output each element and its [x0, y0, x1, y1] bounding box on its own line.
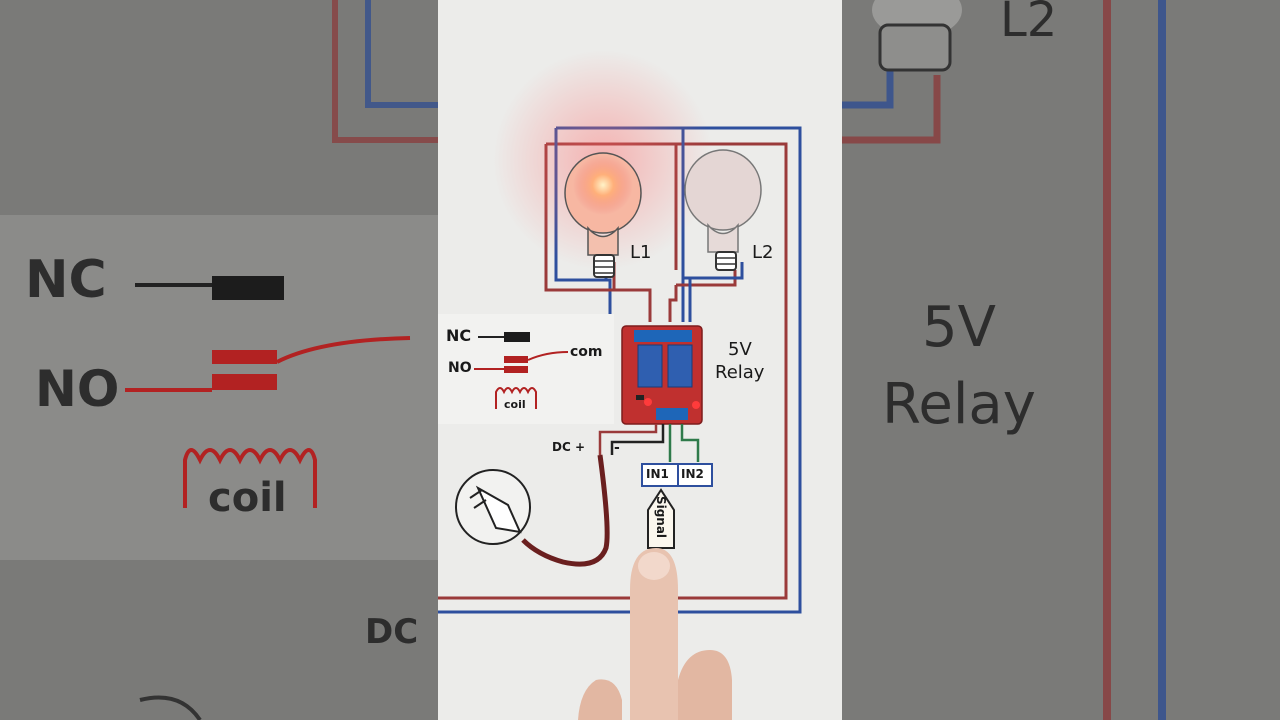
power-cable: [521, 454, 610, 567]
inset-nc-label: NC: [446, 326, 472, 345]
blurred-wires: [125, 0, 438, 720]
signal-label: Signal: [654, 495, 668, 539]
blurred-nc-label: NC: [25, 250, 107, 310]
circuit-drawing: [438, 50, 802, 720]
signal-tag: [647, 488, 675, 549]
dc-minus-label: -: [614, 440, 620, 456]
inset-no-label: NO: [448, 360, 472, 376]
in2-label: IN2: [681, 467, 704, 481]
blurred-dc-label: DC: [365, 612, 419, 652]
blurred-right-wires: [842, 0, 1166, 720]
in1-label: IN1: [646, 467, 669, 481]
power-plug: [455, 469, 531, 545]
inset-com-label: com: [570, 344, 603, 360]
relay-module: [621, 325, 703, 425]
lamp2-label: L2: [752, 242, 774, 263]
relay-label-relay: Relay: [715, 362, 765, 383]
blurred-5v-label: 5V: [922, 295, 996, 360]
dc-plus-label: DC +: [552, 440, 585, 454]
lamp1: [564, 152, 642, 278]
lamp1-label: L1: [630, 242, 652, 263]
lamp2: [684, 149, 762, 271]
background-left-blurred: NC NO coil DC: [0, 0, 438, 720]
blurred-coil-label: coil: [208, 475, 287, 521]
inset-relay-diagram: NC NO com coil: [438, 314, 614, 424]
inset-drawing: [474, 332, 569, 409]
in2-box: [677, 463, 713, 487]
finger: [578, 548, 732, 720]
blurred-no-label: NO: [35, 360, 120, 418]
blurred-l2-label: L2: [1000, 0, 1058, 48]
background-right-blurred: L2 5V Relay: [842, 0, 1280, 720]
inset-coil-label: coil: [504, 398, 526, 411]
blurred-relay-label: Relay: [882, 372, 1036, 437]
center-photo: L1 L2 5V Relay DC + - IN1 IN2 Signal NC …: [438, 0, 842, 720]
relay-label-5v: 5V: [728, 339, 752, 360]
